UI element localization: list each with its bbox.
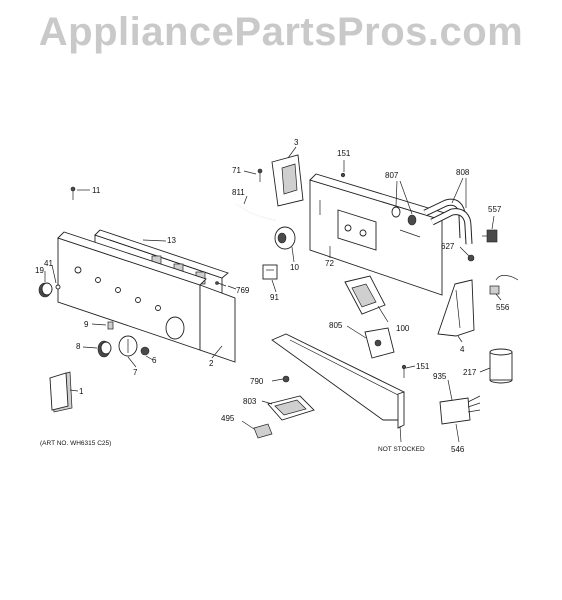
switch-91 (262, 264, 278, 280)
front-panel-2 (57, 231, 236, 363)
label-not-stocked: NOT STOCKED (378, 446, 425, 453)
valve-557 (482, 229, 498, 243)
screw-11 (70, 186, 76, 200)
art-number: (ART NO. WH6315 C25) (40, 440, 111, 447)
label-part-151-top: 151 (337, 149, 351, 158)
leader-lines (44, 146, 502, 443)
label-part-72: 72 (325, 259, 334, 268)
label-part-4: 4 (460, 345, 465, 354)
screw-151-bottom (401, 364, 407, 378)
dispenser-803 (267, 395, 315, 421)
label-part-790: 790 (250, 377, 264, 386)
label-part-11: 11 (92, 186, 101, 195)
wiring-harness-546 (439, 395, 481, 425)
screw-769 (215, 281, 227, 287)
label-part-6: 6 (152, 356, 157, 365)
washer-807 (391, 206, 417, 226)
label-part-807: 807 (385, 171, 399, 180)
label-part-8: 8 (76, 342, 81, 351)
knob-19 (38, 282, 53, 298)
label-part-3: 3 (294, 138, 299, 147)
hose-808 (423, 198, 473, 245)
knob-6 (140, 346, 150, 356)
label-part-19: 19 (35, 266, 44, 275)
label-part-546: 546 (451, 445, 465, 454)
screw-71 (257, 168, 263, 182)
label-part-10: 10 (290, 263, 299, 272)
bracket-3 (271, 154, 304, 207)
manual-1 (49, 371, 73, 413)
switch-9 (107, 321, 114, 330)
label-part-495: 495 (221, 414, 235, 423)
clip-627 (467, 254, 475, 262)
label-part-9: 9 (84, 320, 89, 329)
label-part-1: 1 (79, 387, 84, 396)
label-part-217: 217 (463, 368, 477, 377)
watermark: AppliancePartsPros.com (38, 10, 524, 54)
label-part-627: 627 (441, 242, 455, 251)
label-part-935: 935 (433, 372, 447, 381)
label-part-7: 7 (133, 368, 138, 377)
pressure-switch-10 (274, 226, 296, 250)
label-part-805: 805 (329, 321, 343, 330)
brace-4 (437, 279, 475, 337)
clip-790 (282, 375, 290, 383)
label-part-71: 71 (232, 166, 241, 175)
label-part-13: 13 (167, 236, 176, 245)
label-part-808: 808 (456, 168, 470, 177)
clip-41 (55, 284, 61, 290)
timer-100 (344, 275, 386, 315)
base-panel (271, 333, 405, 429)
label-part-151-bottom: 151 (416, 362, 430, 371)
label-part-769: 769 (236, 286, 250, 295)
capacitor-217 (489, 348, 513, 384)
harness-556 (489, 275, 519, 295)
label-part-2: 2 (209, 359, 214, 368)
timer-knob-7 (118, 335, 138, 357)
fuse-495 (253, 423, 273, 439)
label-part-91: 91 (270, 293, 279, 302)
backsplash-72 (309, 173, 449, 296)
label-part-811: 811 (232, 188, 245, 197)
hose-811 (235, 203, 277, 221)
label-part-556: 556 (496, 303, 510, 312)
label-part-41: 41 (44, 259, 53, 268)
label-part-803: 803 (243, 397, 257, 406)
knob-8 (97, 340, 112, 358)
label-part-100: 100 (396, 324, 410, 333)
label-part-557: 557 (488, 205, 502, 214)
switch-805 (364, 327, 395, 359)
screw-151-top (340, 172, 346, 178)
